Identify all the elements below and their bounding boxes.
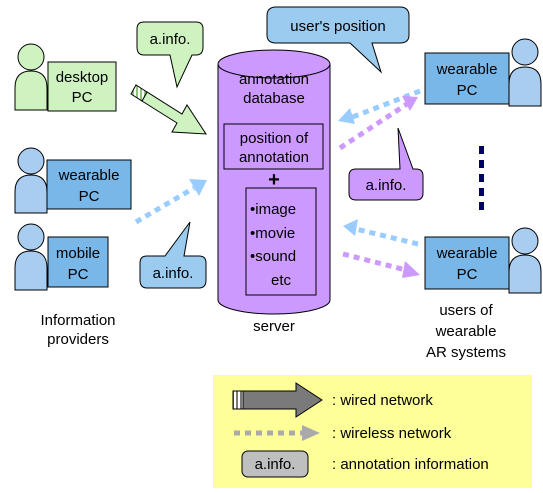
wireless-arrow-wearable-provider-to-server [134, 179, 207, 225]
desktop-user-person-icon [14, 43, 48, 111]
media-etc: etc [271, 272, 292, 289]
media-image: •image [250, 201, 296, 218]
top-user-label-line1: wearable [436, 61, 498, 78]
media-box [245, 187, 317, 296]
users-caption-line2: wearable [435, 323, 497, 340]
providers-caption-line1: Information [40, 312, 115, 329]
db-label-line1: annotation [239, 71, 309, 88]
legend-wired-arrow-icon [232, 382, 323, 418]
position-of-annotation-box [223, 123, 324, 170]
mobile-provider-person-icon [14, 223, 48, 291]
callout-ainfo-blue: a.info. [139, 221, 207, 289]
legend-ainfo-box [241, 450, 309, 478]
wearable-provider-label-line2: PC [79, 188, 100, 205]
position-label-line2: annotation [239, 149, 309, 166]
mobile-pc-label-line1: mobile [56, 245, 100, 262]
legend-ainfo-desc: : annotation information [332, 456, 489, 473]
mobile-pc-label-line2: PC [68, 266, 89, 283]
bottom-user-label-line2: PC [457, 266, 478, 283]
top-user-person-icon [508, 38, 542, 107]
cylinder-top [217, 49, 331, 79]
legend-wired-label: : wired network [332, 392, 433, 409]
media-movie: •movie [250, 225, 295, 242]
top-user-label-line2: PC [457, 82, 478, 99]
callout-ainfo-purple: a.info. [348, 127, 424, 201]
callout-ainfo-purple-text: a.info. [366, 177, 407, 194]
callout-ainfo-green: a.info. [136, 21, 204, 89]
wearable-provider-person-icon [14, 147, 48, 214]
wearable-provider-pc-box [46, 159, 132, 210]
media-sound: •sound [250, 248, 296, 265]
db-label-line2: database [243, 90, 305, 107]
legend-wireless-label: : wireless network [332, 425, 452, 442]
legend-wireless-arrow-icon [234, 425, 320, 441]
wireless-arrow-user-to-server [338, 88, 421, 124]
callout-user-position-text: user's position [290, 18, 385, 35]
mobile-pc-box [47, 236, 109, 288]
bottom-user-label-line1: wearable [436, 245, 498, 262]
legend: : wired network : wireless network a.inf… [213, 375, 532, 488]
users-caption-line1: users of [439, 302, 493, 319]
server-caption: server [253, 318, 295, 335]
vertical-ellipsis-dots [479, 146, 484, 210]
wireless-arrow-server-to-bottom-user [342, 251, 420, 278]
top-user-wearable-pc-box [424, 52, 510, 105]
wired-arrow-desktop-to-server [130, 84, 207, 135]
callout-ainfo-blue-text: a.info. [153, 265, 194, 282]
bottom-user-person-icon [508, 227, 542, 294]
server-database: annotation database position of annotati… [217, 49, 331, 315]
desktop-pc-box [47, 61, 117, 112]
providers-caption-line2: providers [47, 331, 109, 348]
bottom-user-wearable-pc-box [424, 236, 510, 290]
wireless-arrow-bottom-user-to-server [343, 219, 419, 247]
desktop-pc-label-line1: desktop [56, 69, 109, 86]
position-label-line1: position of [240, 130, 309, 147]
wearable-provider-label-line1: wearable [58, 167, 120, 184]
wireless-arrow-server-to-top-user [338, 96, 418, 151]
desktop-pc-label-line2: PC [72, 89, 93, 106]
plus-sign: + [268, 169, 280, 191]
callout-ainfo-green-text: a.info. [150, 31, 191, 48]
callout-user-position: user's position [266, 6, 410, 74]
users-caption-line3: AR systems [426, 344, 506, 361]
legend-ainfo-box-text: a.info. [255, 456, 296, 473]
